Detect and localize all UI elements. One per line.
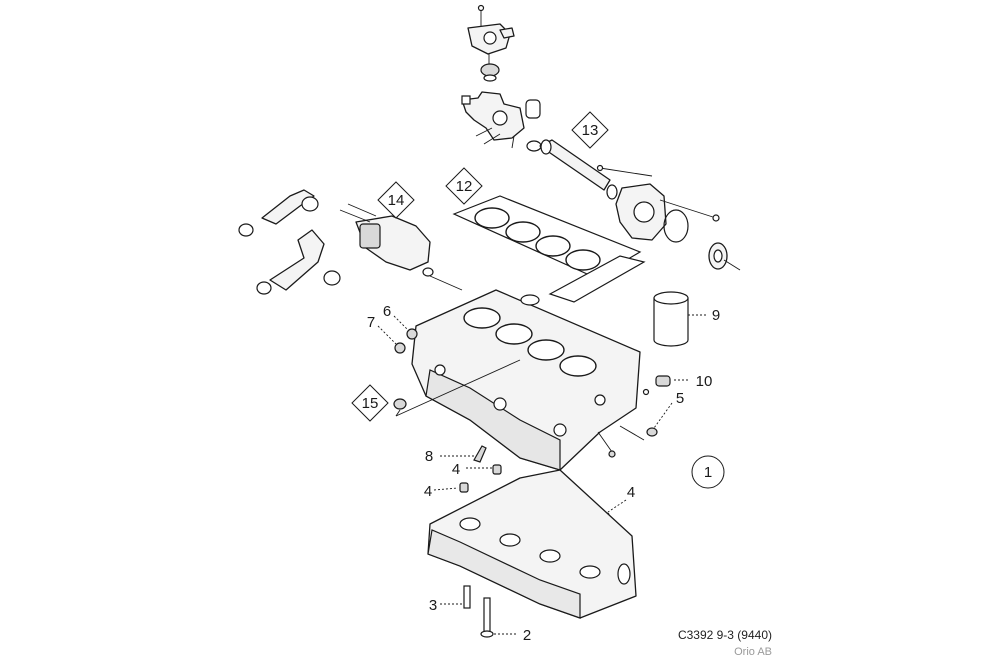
svg-text:12: 12 bbox=[456, 178, 473, 195]
coolant-hoses bbox=[238, 189, 341, 295]
callout-7: 7 bbox=[367, 314, 375, 331]
callout-6: 6 bbox=[383, 303, 391, 320]
callout-15: 15 bbox=[351, 384, 389, 422]
small-fittings bbox=[393, 328, 671, 523]
callout-13: 13 bbox=[571, 111, 609, 149]
reference-code: C3392 9-3 (9440) bbox=[677, 628, 772, 642]
callout-2: 2 bbox=[523, 627, 531, 644]
bolt-3 bbox=[463, 585, 471, 609]
bolt-2 bbox=[483, 597, 491, 635]
callout-12: 12 bbox=[445, 167, 483, 205]
callout-leaders bbox=[377, 314, 706, 635]
svg-text:14: 14 bbox=[388, 192, 405, 209]
svg-text:1: 1 bbox=[704, 464, 712, 481]
callout-10: 10 bbox=[696, 373, 713, 390]
callout-4a: 4 bbox=[452, 461, 460, 478]
sleeve-4b bbox=[459, 482, 469, 493]
callout-8: 8 bbox=[425, 448, 433, 465]
plug-7 bbox=[394, 342, 406, 354]
callout-1: 1 bbox=[691, 455, 725, 489]
svg-text:15: 15 bbox=[362, 395, 379, 412]
water-pump-assembly bbox=[539, 139, 741, 271]
copyright-text: Orio AB bbox=[734, 646, 772, 658]
pipe-8 bbox=[473, 445, 487, 463]
plug-15 bbox=[393, 398, 407, 410]
callout-9: 9 bbox=[712, 307, 720, 324]
callout-5: 5 bbox=[676, 390, 684, 407]
sleeve-4a bbox=[492, 464, 502, 475]
callout-4b: 4 bbox=[424, 483, 432, 500]
plug-6 bbox=[406, 328, 418, 340]
sensor-10 bbox=[655, 375, 671, 387]
callout-14: 14 bbox=[377, 181, 415, 219]
callout-4c: 4 bbox=[627, 484, 635, 501]
engine-block bbox=[411, 289, 645, 471]
cylinder-liner bbox=[653, 291, 689, 347]
svg-text:13: 13 bbox=[582, 122, 599, 139]
bedplate bbox=[427, 469, 637, 619]
callout-3: 3 bbox=[429, 597, 437, 614]
oil-pump-assembly bbox=[339, 203, 463, 291]
cylinder-head-gasket bbox=[452, 195, 646, 303]
bedplate-bolts bbox=[463, 585, 494, 638]
thermostat-housing-assembly bbox=[461, 4, 542, 152]
